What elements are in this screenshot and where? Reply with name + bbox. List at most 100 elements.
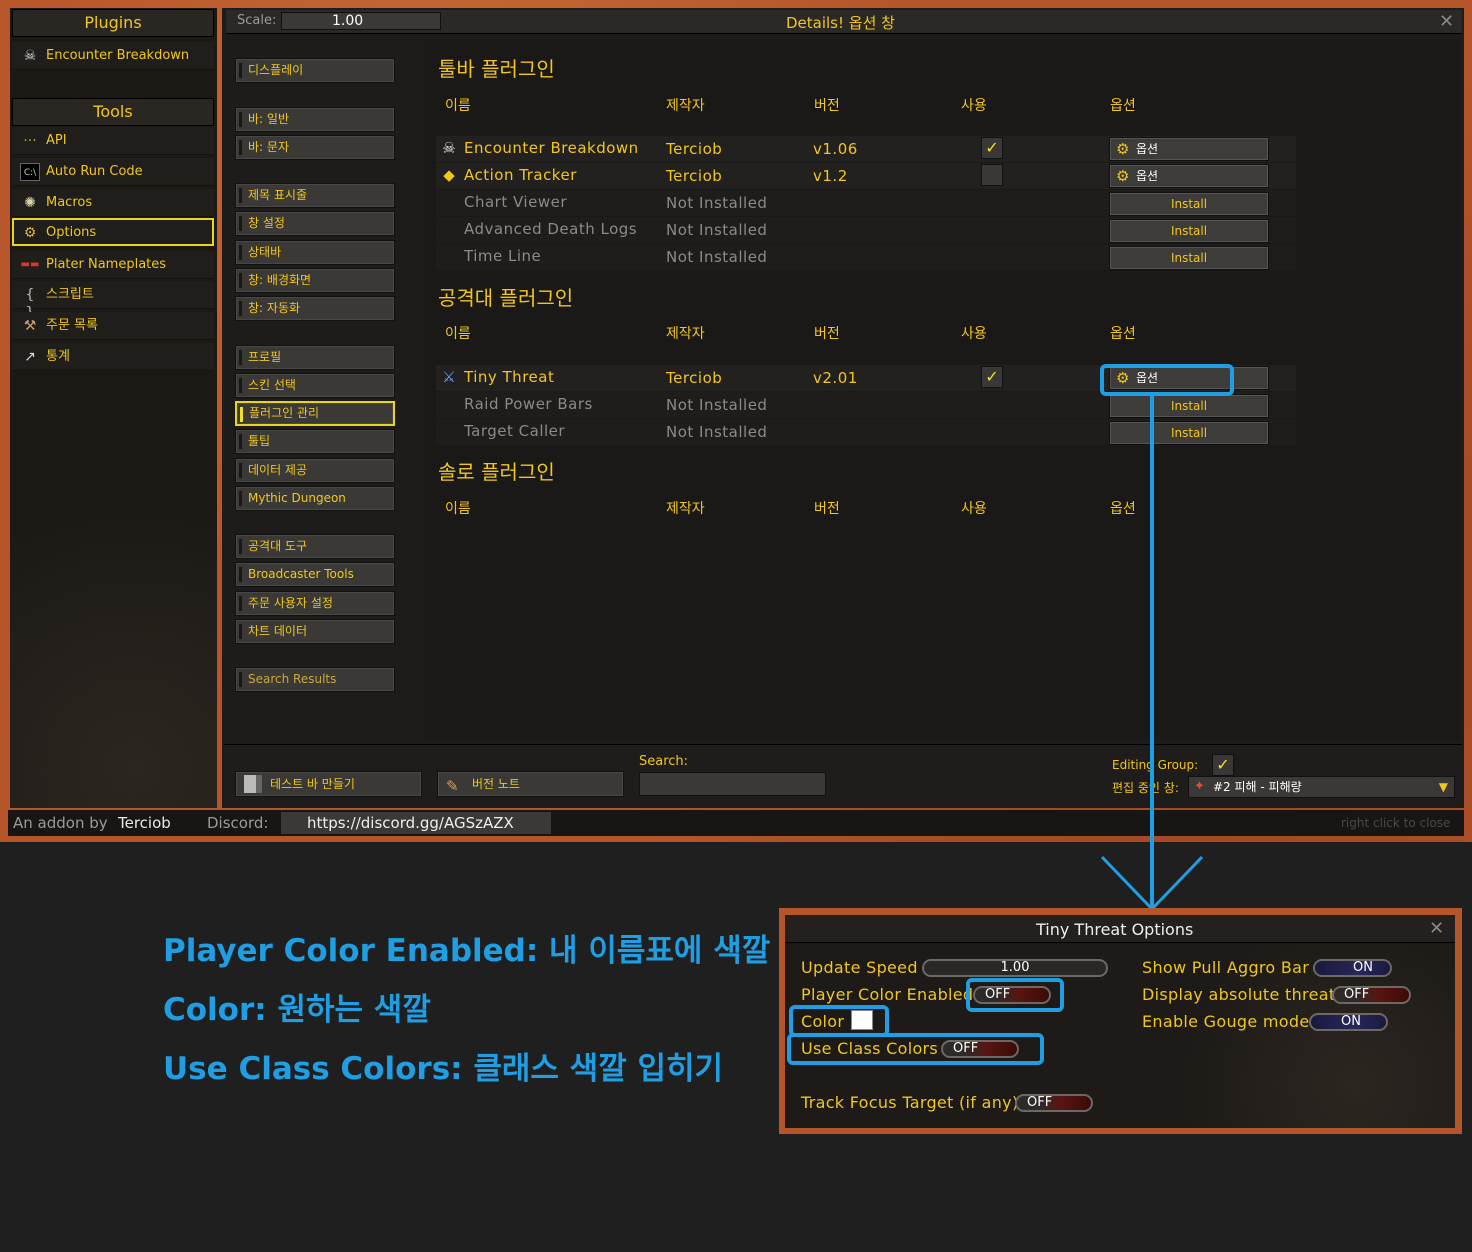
nav-item[interactable]: 바: 문자 bbox=[235, 135, 395, 160]
nav-item[interactable]: Mythic Dungeon bbox=[235, 486, 395, 511]
close-icon[interactable]: ✕ bbox=[1439, 11, 1455, 32]
plugin-name: Time Line bbox=[464, 247, 542, 265]
nav-item[interactable]: 창: 자동화 bbox=[235, 296, 395, 321]
gouge-label: Enable Gouge mode bbox=[1142, 1012, 1310, 1031]
chart-icon: ↗ bbox=[24, 349, 36, 365]
plugin-options-label: 옵션 bbox=[1136, 371, 1159, 385]
nav-item[interactable]: 창 설정 bbox=[235, 211, 395, 236]
tool-item-plater-nameplates[interactable]: ▬▬ Plater Nameplates bbox=[12, 251, 214, 279]
pull-aggro-toggle[interactable]: ON bbox=[1313, 959, 1392, 977]
plugin-enabled-checkbox[interactable]: ✓ bbox=[981, 366, 1003, 388]
tool-item-options[interactable]: ⚙ Options bbox=[12, 218, 214, 246]
plugin-options-label: 옵션 bbox=[1136, 169, 1159, 183]
plugin-author: Not Installed bbox=[666, 194, 768, 212]
plugin-install-button[interactable]: Install bbox=[1109, 192, 1269, 216]
update-speed-label: Update Speed bbox=[801, 958, 918, 977]
nav-item[interactable]: 바: 일반 bbox=[235, 107, 395, 132]
test-bar-icon bbox=[244, 775, 262, 793]
track-focus-toggle[interactable]: OFF bbox=[1015, 1094, 1093, 1112]
col-name: 이름 bbox=[445, 501, 471, 517]
toolbar-plugins-title: 툴바 플러그인 bbox=[438, 57, 555, 81]
discord-link-field[interactable]: https://discord.gg/AGSzAZX bbox=[281, 812, 551, 834]
nav-item[interactable]: 주문 사용자 설정 bbox=[235, 591, 395, 616]
tool-item-macros[interactable]: ✺ Macros bbox=[12, 189, 214, 217]
absolute-threat-label: Display absolute threat bbox=[1142, 985, 1336, 1004]
nav-item[interactable]: 차트 데이터 bbox=[235, 619, 395, 644]
nav-item[interactable]: 툴팁 bbox=[235, 429, 395, 454]
plugin-options-button[interactable]: ⚙ 옵션 bbox=[1109, 164, 1269, 188]
plugin-author: Not Installed bbox=[666, 248, 768, 266]
class-colors-toggle[interactable]: OFF bbox=[941, 1040, 1019, 1058]
tool-item-scripts[interactable]: { } 스크립트 bbox=[12, 281, 214, 321]
plugin-install-button[interactable]: Install bbox=[1109, 421, 1269, 445]
nav-item[interactable]: 플러그인 관리 bbox=[235, 401, 395, 426]
tool-item-label: Plater Nameplates bbox=[46, 257, 167, 272]
tool-item-spell-list[interactable]: ⚒ 주문 목록 bbox=[12, 312, 214, 340]
tool-item-label: Options bbox=[46, 225, 97, 240]
editing-group-checkbox[interactable]: ✓ bbox=[1212, 754, 1234, 776]
tool-item-label: 통계 bbox=[46, 349, 70, 364]
scale-slider[interactable]: 1.00 bbox=[281, 12, 441, 30]
damage-icon: ✦ bbox=[1194, 779, 1205, 794]
plugin-install-button[interactable]: Install bbox=[1109, 219, 1269, 243]
nav-item[interactable]: 제목 표시줄 bbox=[235, 183, 395, 208]
macros-icon: ✺ bbox=[24, 195, 36, 211]
version-notes-label: 버전 노트 bbox=[472, 777, 520, 791]
nav-item[interactable]: Search Results bbox=[235, 667, 395, 692]
col-options: 옵션 bbox=[1110, 326, 1136, 342]
plugin-version: v1.06 bbox=[813, 140, 858, 158]
solo-plugins-title: 솔로 플러그인 bbox=[438, 460, 555, 484]
col-enabled: 사용 bbox=[961, 501, 987, 517]
version-notes-button[interactable]: ✎ 버전 노트 bbox=[437, 771, 624, 797]
plugin-install-button[interactable]: Install bbox=[1109, 246, 1269, 270]
tool-item-api[interactable]: ··· API bbox=[12, 127, 214, 155]
plugin-options-button[interactable]: ⚙옵션 bbox=[1109, 366, 1269, 390]
hammer-icon: ⚒ bbox=[23, 318, 37, 334]
nav-item[interactable]: 디스플레이 bbox=[235, 58, 395, 83]
nav-item[interactable]: Broadcaster Tools bbox=[235, 562, 395, 587]
search-input[interactable] bbox=[639, 772, 826, 796]
color-swatch[interactable] bbox=[851, 1010, 873, 1030]
scroll-icon: ✎ bbox=[446, 777, 459, 795]
plugins-header: Plugins bbox=[12, 9, 214, 37]
nameplates-icon: ▬▬ bbox=[20, 259, 40, 270]
plugin-enabled-checkbox[interactable] bbox=[981, 164, 1003, 186]
footer-addon-by: An addon by bbox=[13, 814, 108, 832]
gouge-toggle[interactable]: ON bbox=[1309, 1013, 1388, 1031]
nav-item[interactable]: 데이터 제공 bbox=[235, 458, 395, 483]
plugin-item-encounter-breakdown[interactable]: ☠ Encounter Breakdown bbox=[12, 42, 214, 70]
update-speed-slider[interactable]: 1.00 bbox=[922, 959, 1108, 977]
footer-hint: right click to close bbox=[1341, 816, 1451, 830]
close-icon[interactable]: ✕ bbox=[1429, 918, 1445, 939]
dots-icon: ··· bbox=[23, 133, 37, 149]
nav-item[interactable]: 프로필 bbox=[235, 345, 395, 370]
edit-window-dropdown[interactable]: ✦ #2 피해 - 피해량 ▼ bbox=[1188, 776, 1455, 798]
nav-item[interactable]: 창: 배경화면 bbox=[235, 268, 395, 293]
annotation-player-color: Player Color Enabled: 내 이름표에 색깔 지정 bbox=[163, 933, 839, 969]
tool-item-label: Auto Run Code bbox=[46, 164, 143, 179]
absolute-threat-toggle[interactable]: OFF bbox=[1332, 986, 1411, 1004]
plugin-author: Not Installed bbox=[666, 423, 768, 441]
annotation-arrow bbox=[1100, 395, 1204, 912]
options-title-bar bbox=[785, 915, 1455, 943]
test-bar-button[interactable]: 테스트 바 만들기 bbox=[235, 771, 422, 797]
nav-item[interactable]: 상태바 bbox=[235, 240, 395, 265]
tool-item-statistics[interactable]: ↗ 통계 bbox=[12, 343, 214, 371]
col-version: 버전 bbox=[814, 326, 840, 342]
gear-icon: ⚙ bbox=[1116, 167, 1130, 185]
plugin-options-button[interactable]: ⚙옵션 bbox=[1109, 137, 1269, 161]
test-bar-label: 테스트 바 만들기 bbox=[270, 777, 355, 791]
player-color-toggle[interactable]: OFF bbox=[973, 986, 1051, 1004]
skull-icon: ☠ bbox=[442, 139, 456, 157]
plugin-author: Not Installed bbox=[666, 221, 768, 239]
tool-item-auto-run-code[interactable]: C:\ Auto Run Code bbox=[12, 158, 214, 186]
nav-item[interactable]: 스킨 선택 bbox=[235, 373, 395, 398]
nav-item[interactable]: 공격대 도구 bbox=[235, 534, 395, 559]
plugin-version: v1.2 bbox=[813, 167, 848, 185]
gear-icon: ⚙ bbox=[1116, 140, 1130, 158]
col-options: 옵션 bbox=[1110, 501, 1136, 517]
plugin-enabled-checkbox[interactable]: ✓ bbox=[981, 137, 1003, 159]
footer-discord-label: Discord: bbox=[207, 814, 269, 832]
chevron-down-icon: ▼ bbox=[1438, 780, 1448, 794]
